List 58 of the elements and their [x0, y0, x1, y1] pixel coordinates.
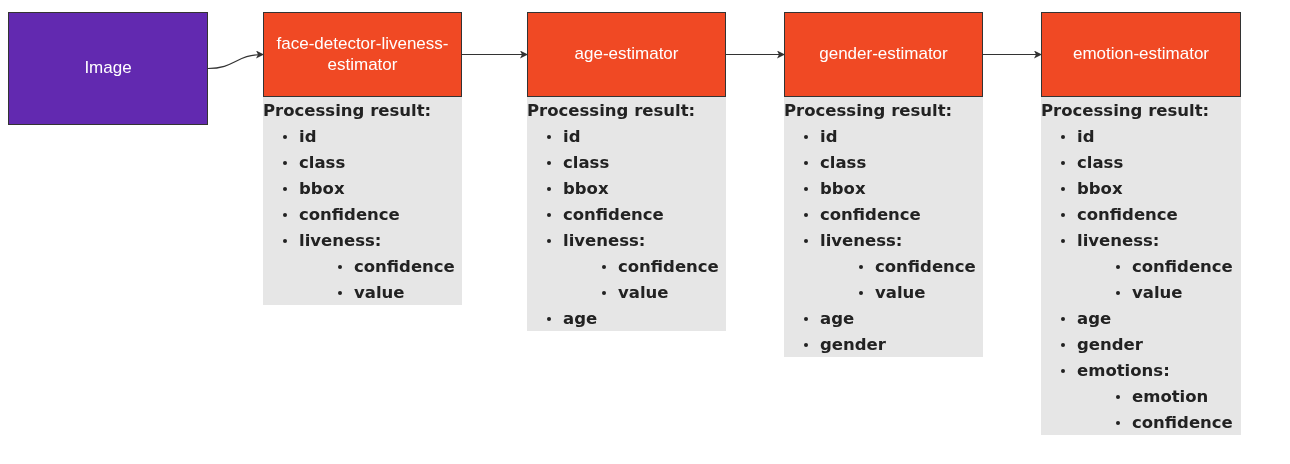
result-field: id	[820, 129, 838, 146]
result-field: id	[1077, 129, 1095, 146]
result-field: bbox	[299, 181, 345, 198]
result-field: gender	[1077, 337, 1143, 354]
result-field: liveness:	[820, 233, 903, 250]
result-field: id	[563, 129, 581, 146]
result-panel	[527, 97, 726, 331]
process-box	[1041, 12, 1241, 97]
box-label: Image	[84, 58, 132, 79]
result-field: confidence	[354, 259, 455, 276]
result-field: confidence	[1132, 259, 1233, 276]
result-field: emotion	[1132, 389, 1209, 406]
result-panel	[263, 97, 462, 305]
process-box	[263, 12, 462, 97]
result-field: bbox	[563, 181, 609, 198]
result-field: liveness:	[1077, 233, 1160, 250]
result-panel	[1041, 97, 1241, 435]
result-field: id	[299, 129, 317, 146]
result-field: confidence	[618, 259, 719, 276]
panel-heading: Processing result:	[263, 102, 432, 120]
arrow	[207, 50, 264, 70]
result-field: class	[299, 155, 346, 172]
result-field: value	[1132, 285, 1183, 302]
process-box	[527, 12, 726, 97]
result-field: confidence	[563, 207, 664, 224]
arrow	[461, 50, 528, 59]
arrow	[982, 50, 1042, 59]
result-field: liveness:	[563, 233, 646, 250]
result-field: bbox	[820, 181, 866, 198]
result-field: gender	[820, 337, 886, 354]
result-field: confidence	[875, 259, 976, 276]
result-field: value	[354, 285, 405, 302]
result-field: confidence	[820, 207, 921, 224]
result-field: class	[820, 155, 867, 172]
panel-heading: Processing result:	[527, 102, 696, 120]
result-field: confidence	[1077, 207, 1178, 224]
result-field: class	[563, 155, 610, 172]
result-field: age	[1077, 311, 1112, 328]
result-field: class	[1077, 155, 1124, 172]
result-field: liveness:	[299, 233, 382, 250]
result-field: value	[618, 285, 669, 302]
box-label: face-detector-liveness-estimator	[275, 34, 450, 75]
result-field: emotions:	[1077, 363, 1170, 380]
panel-heading: Processing result:	[1041, 102, 1210, 120]
result-field: value	[875, 285, 926, 302]
box-label: gender-estimator	[819, 44, 948, 65]
process-box	[784, 12, 983, 97]
result-field: bbox	[1077, 181, 1123, 198]
result-panel	[784, 97, 983, 357]
result-field: age	[563, 311, 598, 328]
result-field: confidence	[299, 207, 400, 224]
box-label: emotion-estimator	[1072, 44, 1210, 65]
result-field: age	[820, 311, 855, 328]
result-field: confidence	[1132, 415, 1233, 432]
input-box	[8, 12, 208, 125]
box-label: age-estimator	[574, 44, 679, 65]
arrow	[725, 50, 785, 59]
panel-heading: Processing result:	[784, 102, 953, 120]
